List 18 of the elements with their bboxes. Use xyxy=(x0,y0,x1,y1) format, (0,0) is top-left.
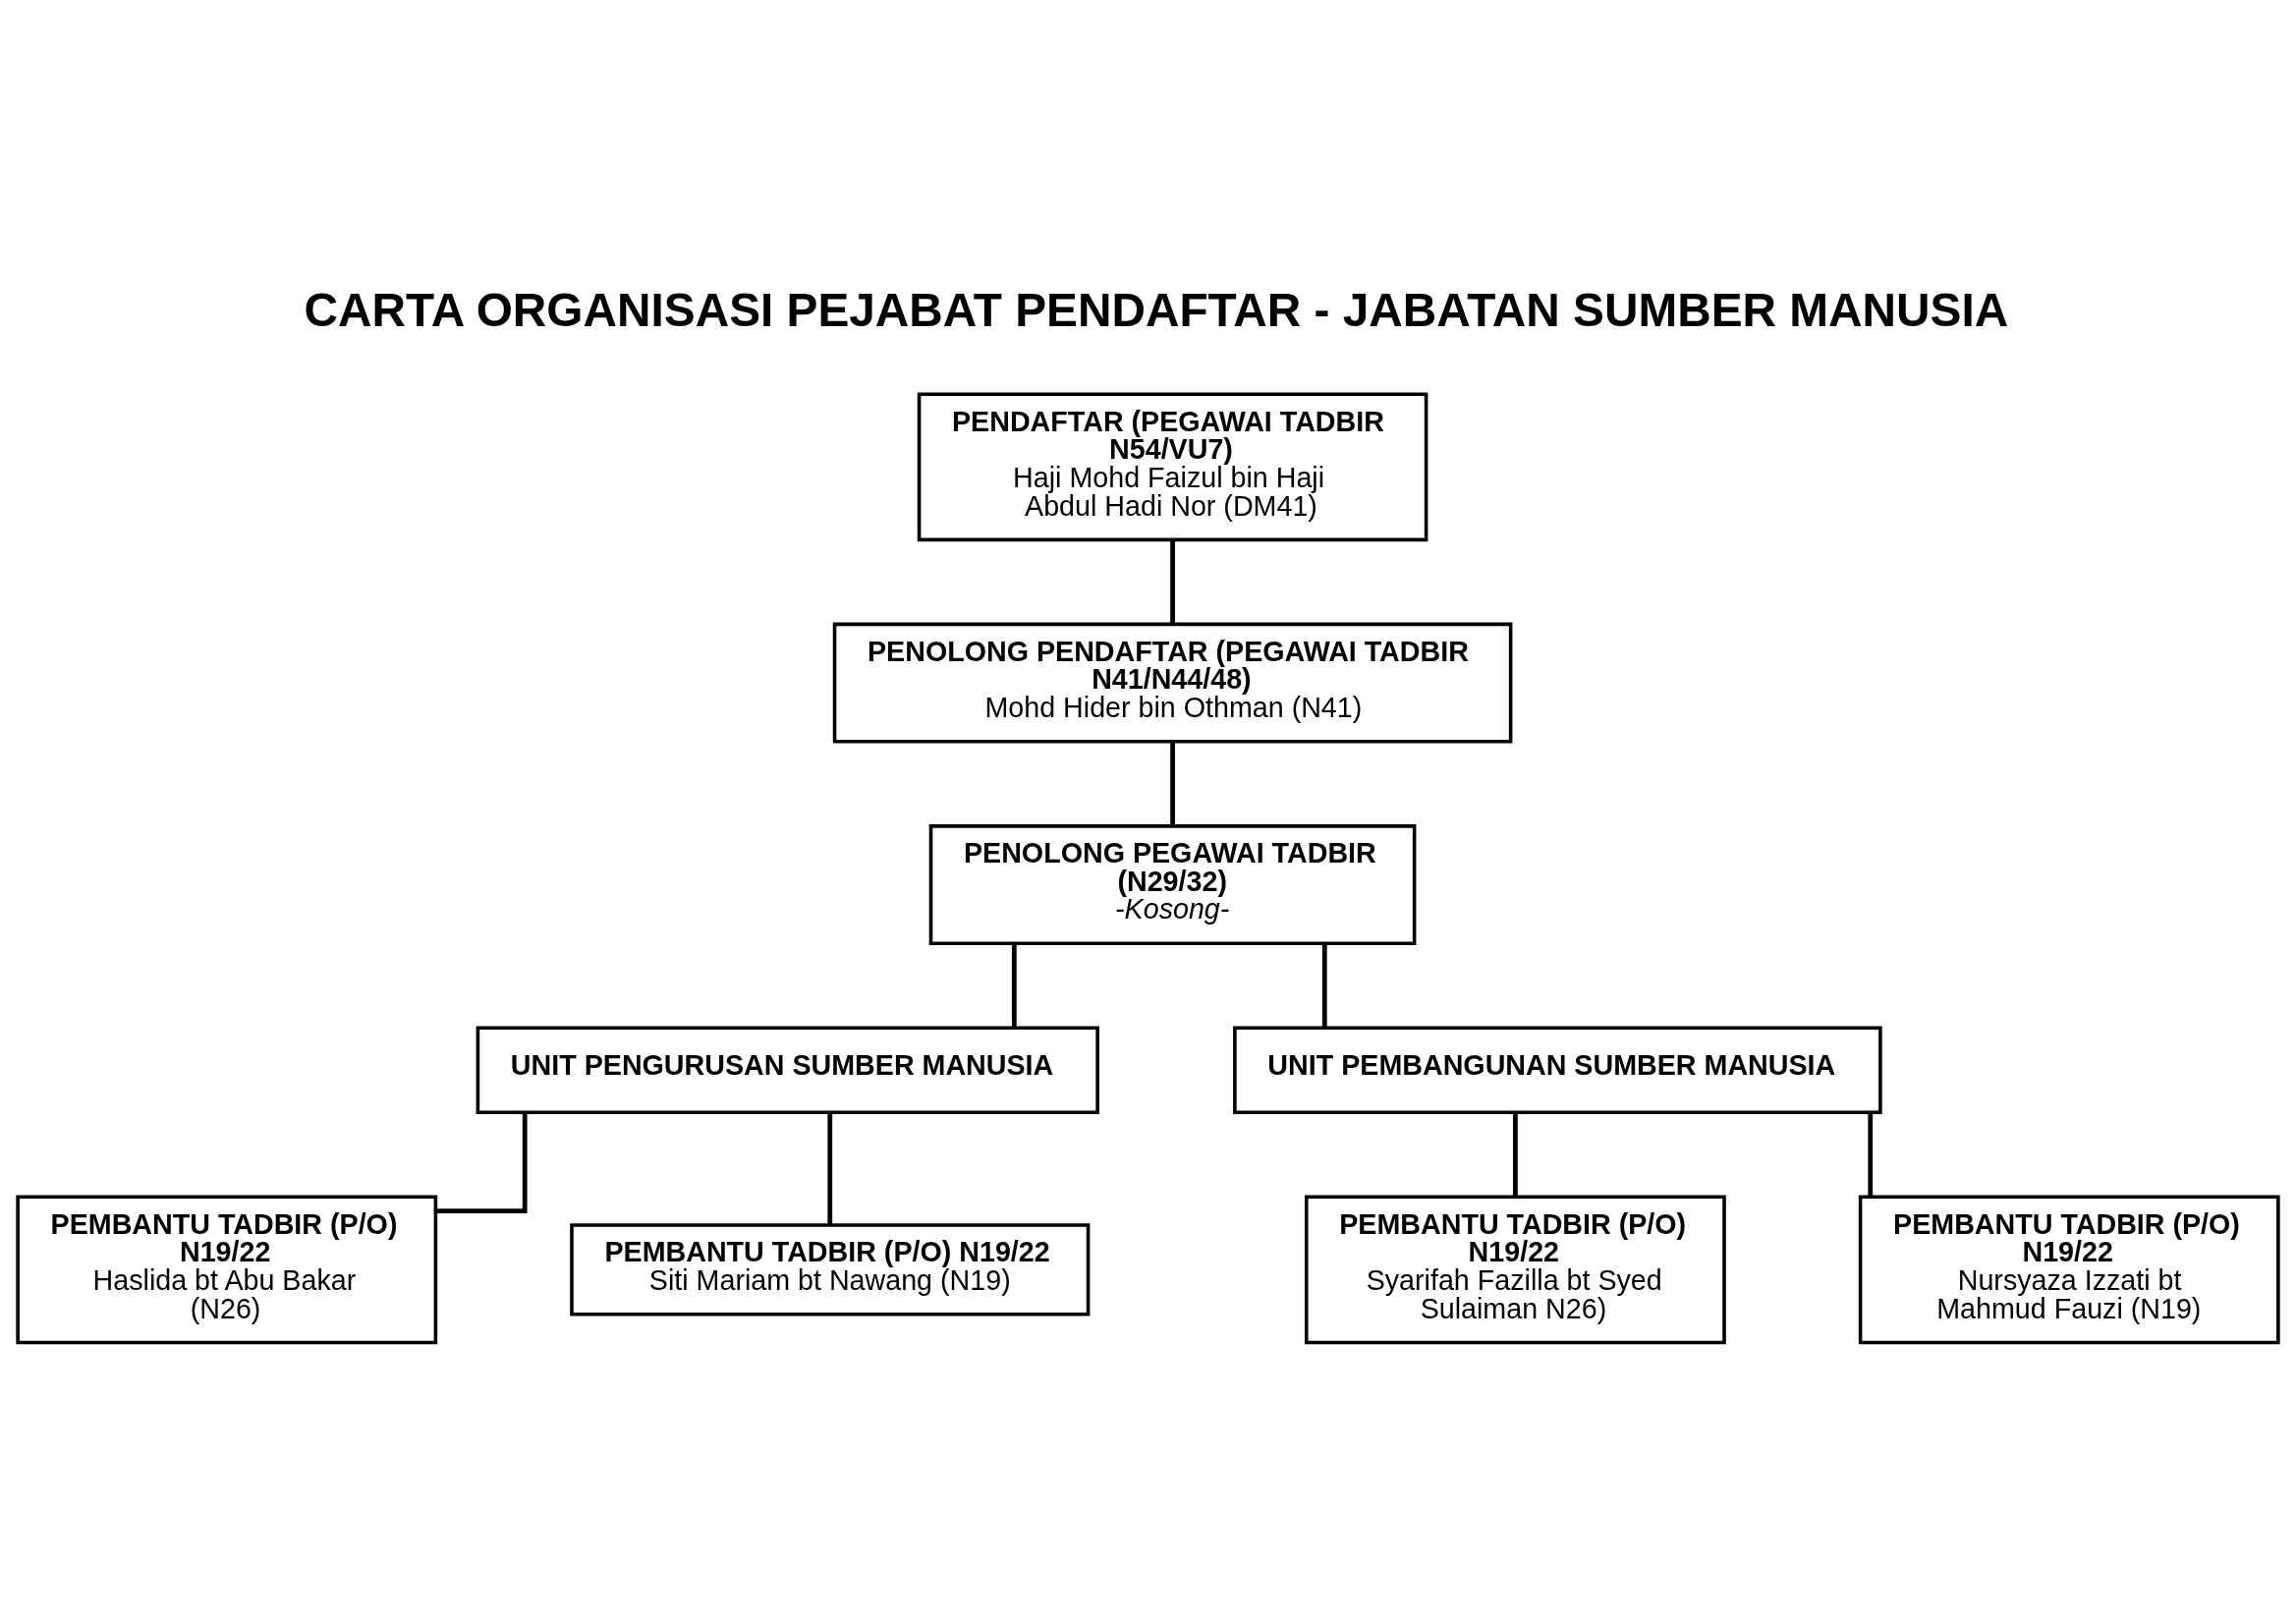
node-box: PENOLONG PEGAWAI TADBIR (N29/32) -Kosong- xyxy=(928,824,1417,946)
connector xyxy=(1321,944,1327,1028)
node-box: PENOLONG PENDAFTAR (PEGAWAI TADBIR N41/N44/48) Mohd Hider bin Othman (N41) xyxy=(832,622,1513,744)
connector xyxy=(1513,1112,1518,1198)
connector xyxy=(1170,539,1175,625)
node-box: PEMBANTU TADBIR (P/O) N19/22 Nursyaza Izzati bt Mahmud Fauzi (N19) xyxy=(1858,1195,2280,1345)
connector xyxy=(827,1112,833,1225)
node-box: PENDAFTAR (PEGAWAI TADBIR N54/VU7) Haji Mohd Faizul bin Haji Abdul Hadi Nor (DM41) xyxy=(917,392,1428,542)
connector xyxy=(435,1112,528,1214)
node-box: PEMBANTU TADBIR (P/O) N19/22 Syarifah Fazilla bt Syed Sulaiman N26) xyxy=(1305,1195,1726,1345)
diagram-title: CARTA ORGANISASI PEJABAT PENDAFTAR - JABATAN SUMBER MANUSIA xyxy=(304,283,2009,336)
connector xyxy=(1011,944,1017,1028)
connector xyxy=(1170,742,1175,826)
node-box: UNIT PENGURUSAN SUMBER MANUSIA xyxy=(476,1026,1099,1115)
node-box: UNIT PEMBANGUNAN SUMBER MANUSIA xyxy=(1233,1026,1882,1115)
node-box: PEMBANTU TADBIR (P/O) N19/22 Haslida bt Abu Bakar (N26) xyxy=(16,1195,438,1345)
connector xyxy=(1868,1112,1874,1198)
node-box: PEMBANTU TADBIR (P/O) N19/22 Siti Mariam bt Nawang (N19) xyxy=(570,1223,1091,1316)
